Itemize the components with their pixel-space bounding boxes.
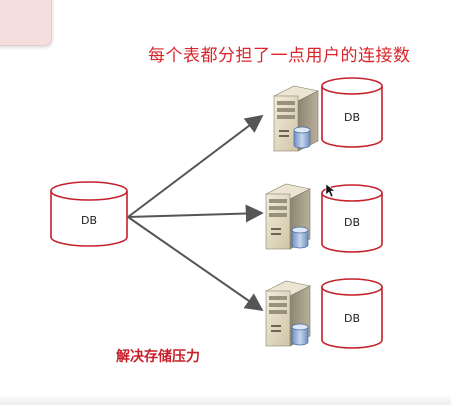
headline-text: 每个表都分担了一点用户的连接数 (148, 46, 411, 66)
database-icon (293, 126, 311, 149)
arrow-to-shard-1 (127, 114, 264, 218)
slide-corner-tab (0, 0, 52, 46)
shard-2-db-label: DB (344, 216, 360, 229)
source-db-label: DB (81, 214, 97, 227)
source-db-cylinder: DB (50, 181, 128, 247)
database-icon (291, 323, 309, 346)
database-icon (291, 226, 309, 249)
caption-text: 解决存储压力 (116, 349, 200, 365)
server-icon (265, 183, 311, 250)
shard-1: DB (273, 77, 383, 152)
mouse-cursor-icon (325, 183, 336, 198)
shard-3: DB (265, 278, 383, 349)
shard-2-db-cylinder: DB (321, 184, 383, 253)
arrow-to-shard-2 (127, 204, 264, 223)
shard-2: DB (265, 183, 383, 253)
bottom-shade (0, 395, 451, 405)
shard-1-db-label: DB (344, 111, 360, 124)
shard-3-db-cylinder: DB (321, 278, 383, 349)
arrow-to-shard-3 (127, 216, 264, 312)
shard-3-db-label: DB (344, 312, 360, 325)
shard-1-db-cylinder: DB (321, 77, 383, 148)
